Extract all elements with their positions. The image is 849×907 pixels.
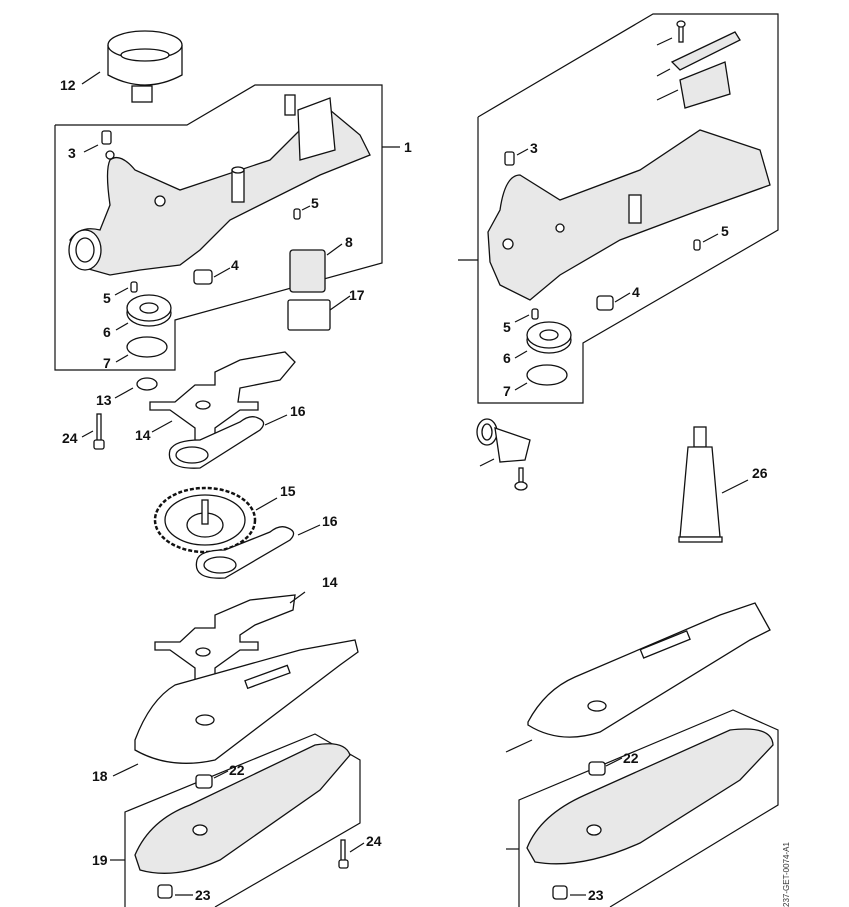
part-23-left [157,884,173,899]
part-5-upper [293,208,301,220]
part-right-pad [679,61,731,109]
part-4 [193,269,213,285]
label-19: 19 [92,852,108,868]
part-right-7-circlip [526,364,568,386]
label-5-upper: 5 [311,195,319,211]
label-17: 17 [349,287,365,303]
part-6-bearing [126,294,172,327]
label-right-7: 7 [503,383,511,399]
part-1-gear-housing [68,94,371,276]
part-right-22 [588,761,606,776]
part-5-lower [130,281,138,293]
label-right-22: 22 [623,750,639,766]
part-15-gear [153,486,257,554]
part-12-cup [107,30,183,103]
label-7: 7 [103,355,111,371]
label-1: 1 [404,139,412,155]
label-12: 12 [60,77,76,93]
group-bracket-1 [54,84,383,371]
label-26: 26 [752,465,768,481]
part-right-4 [596,295,614,311]
label-15: 15 [280,483,296,499]
part-26-grease-tube [678,426,723,543]
label-4: 4 [231,257,239,273]
part-right-clamp [476,418,531,463]
part-7-circlip [126,336,168,358]
label-24-lower: 24 [366,833,382,849]
label-16-upper: 16 [290,403,306,419]
part-right-base [526,728,774,865]
label-24-upper: 24 [62,430,78,446]
label-14-lower: 14 [322,574,338,590]
group-bracket-right [477,13,779,404]
part-17 [287,299,331,331]
drawing-code: 237-GET-0074-A1 [782,842,791,907]
part-3 [101,130,112,145]
label-5-lower: 5 [103,290,111,306]
part-right-5-lower [531,308,539,320]
part-18-gasket-left [134,639,359,764]
part-right-screw [514,467,528,491]
group-bracket-right-base [518,709,779,907]
part-right-gear-housing [487,129,771,301]
part-right-3 [504,151,515,166]
label-right-23: 23 [588,887,604,903]
label-3: 3 [68,145,76,161]
part-right-screw-top [676,20,686,43]
part-right-6-bearing [526,321,572,354]
label-8: 8 [345,234,353,250]
label-16-lower: 16 [322,513,338,529]
part-24-screw-lower [338,839,349,869]
label-right-5-lower: 5 [503,319,511,335]
part-14-plate-upper [149,351,296,441]
label-22-left: 22 [229,762,245,778]
part-14-plate-lower [154,594,296,681]
part-16-lever-upper [168,416,265,469]
label-6: 6 [103,324,111,340]
part-22-left [195,774,213,789]
part-8 [289,249,326,293]
label-18: 18 [92,768,108,784]
part-13-ring [136,377,158,391]
label-23-left: 23 [195,887,211,903]
label-13: 13 [96,392,112,408]
part-19-base-left [134,743,351,874]
part-right-23 [552,885,568,900]
part-16-lever-lower [195,526,295,579]
label-right-5-upper: 5 [721,223,729,239]
part-right-gasket [527,602,771,738]
label-14-upper: 14 [135,427,151,443]
label-right-3: 3 [530,140,538,156]
part-24-screw-upper [93,413,105,450]
label-right-4: 4 [632,284,640,300]
part-right-5-upper [693,239,701,251]
label-right-6: 6 [503,350,511,366]
part-right-cover [670,31,741,71]
